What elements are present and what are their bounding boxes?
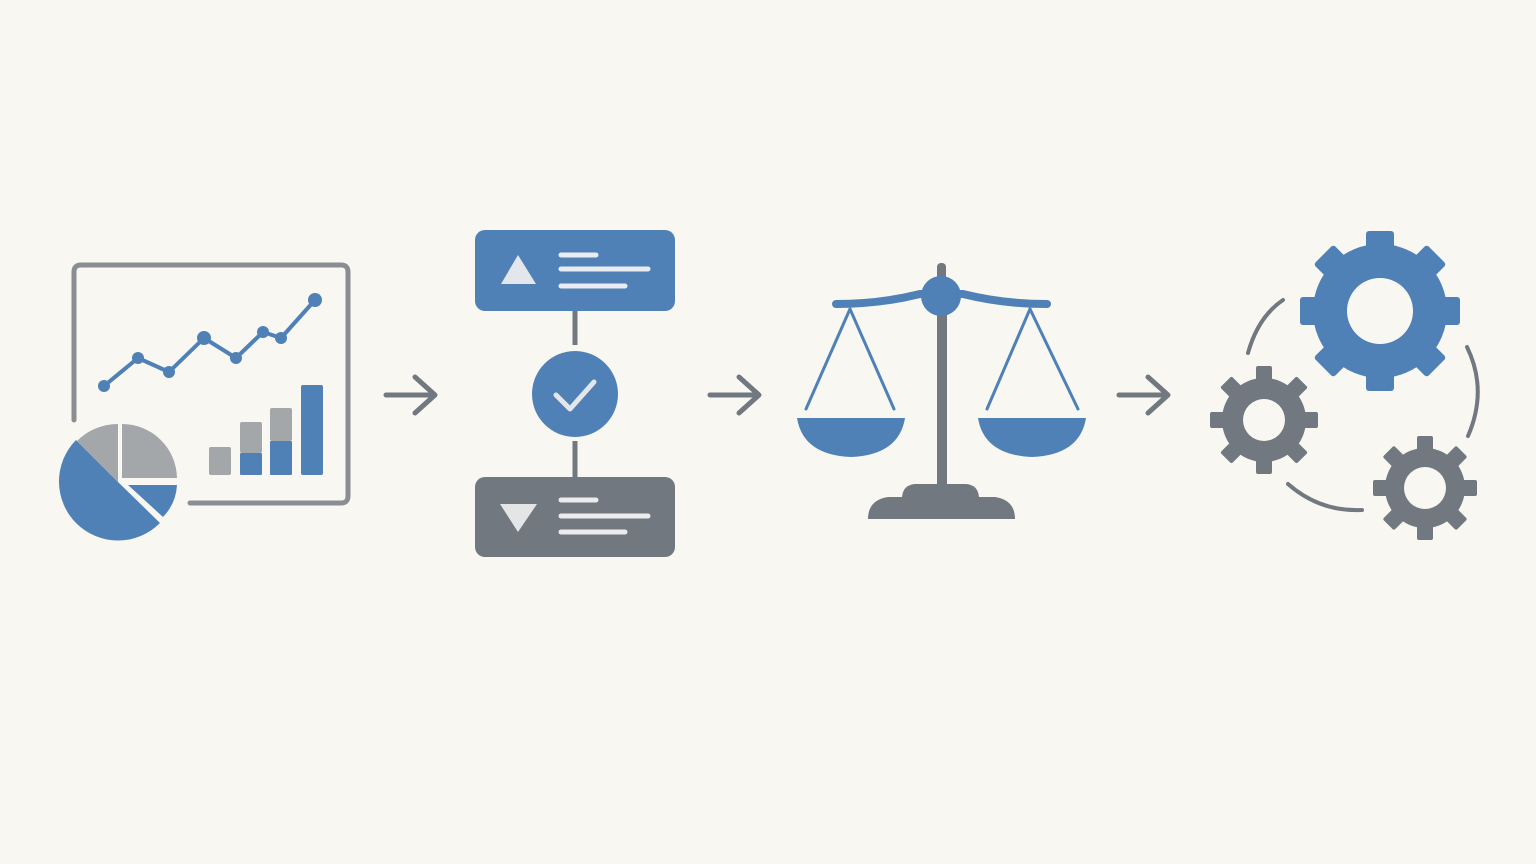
gear-medium-icon [1210,366,1318,474]
scale-base [868,484,1015,519]
line-chart [98,293,322,392]
triangle-down-icon [500,504,537,532]
pie-chart [54,418,182,546]
check-circle-icon [532,351,618,437]
option-card-down [475,477,675,557]
arrow-right-icon [1116,374,1171,416]
option-card-up [475,230,675,311]
gears-cycle-icon [1210,231,1480,540]
bar-chart [209,385,323,475]
arrow-right-icon [383,374,438,416]
triangle-up-icon [501,255,536,284]
data-analysis-icon [54,262,351,546]
decision-flow-icon [475,230,675,557]
scale-pan-right [978,418,1086,457]
gear-small-icon [1373,436,1477,540]
gear-large-icon [1300,231,1460,391]
balance-scale-icon [797,263,1086,519]
arrow-right-icon [707,374,762,416]
scale-pan-left [797,418,905,457]
dashboard-frame [71,262,351,506]
